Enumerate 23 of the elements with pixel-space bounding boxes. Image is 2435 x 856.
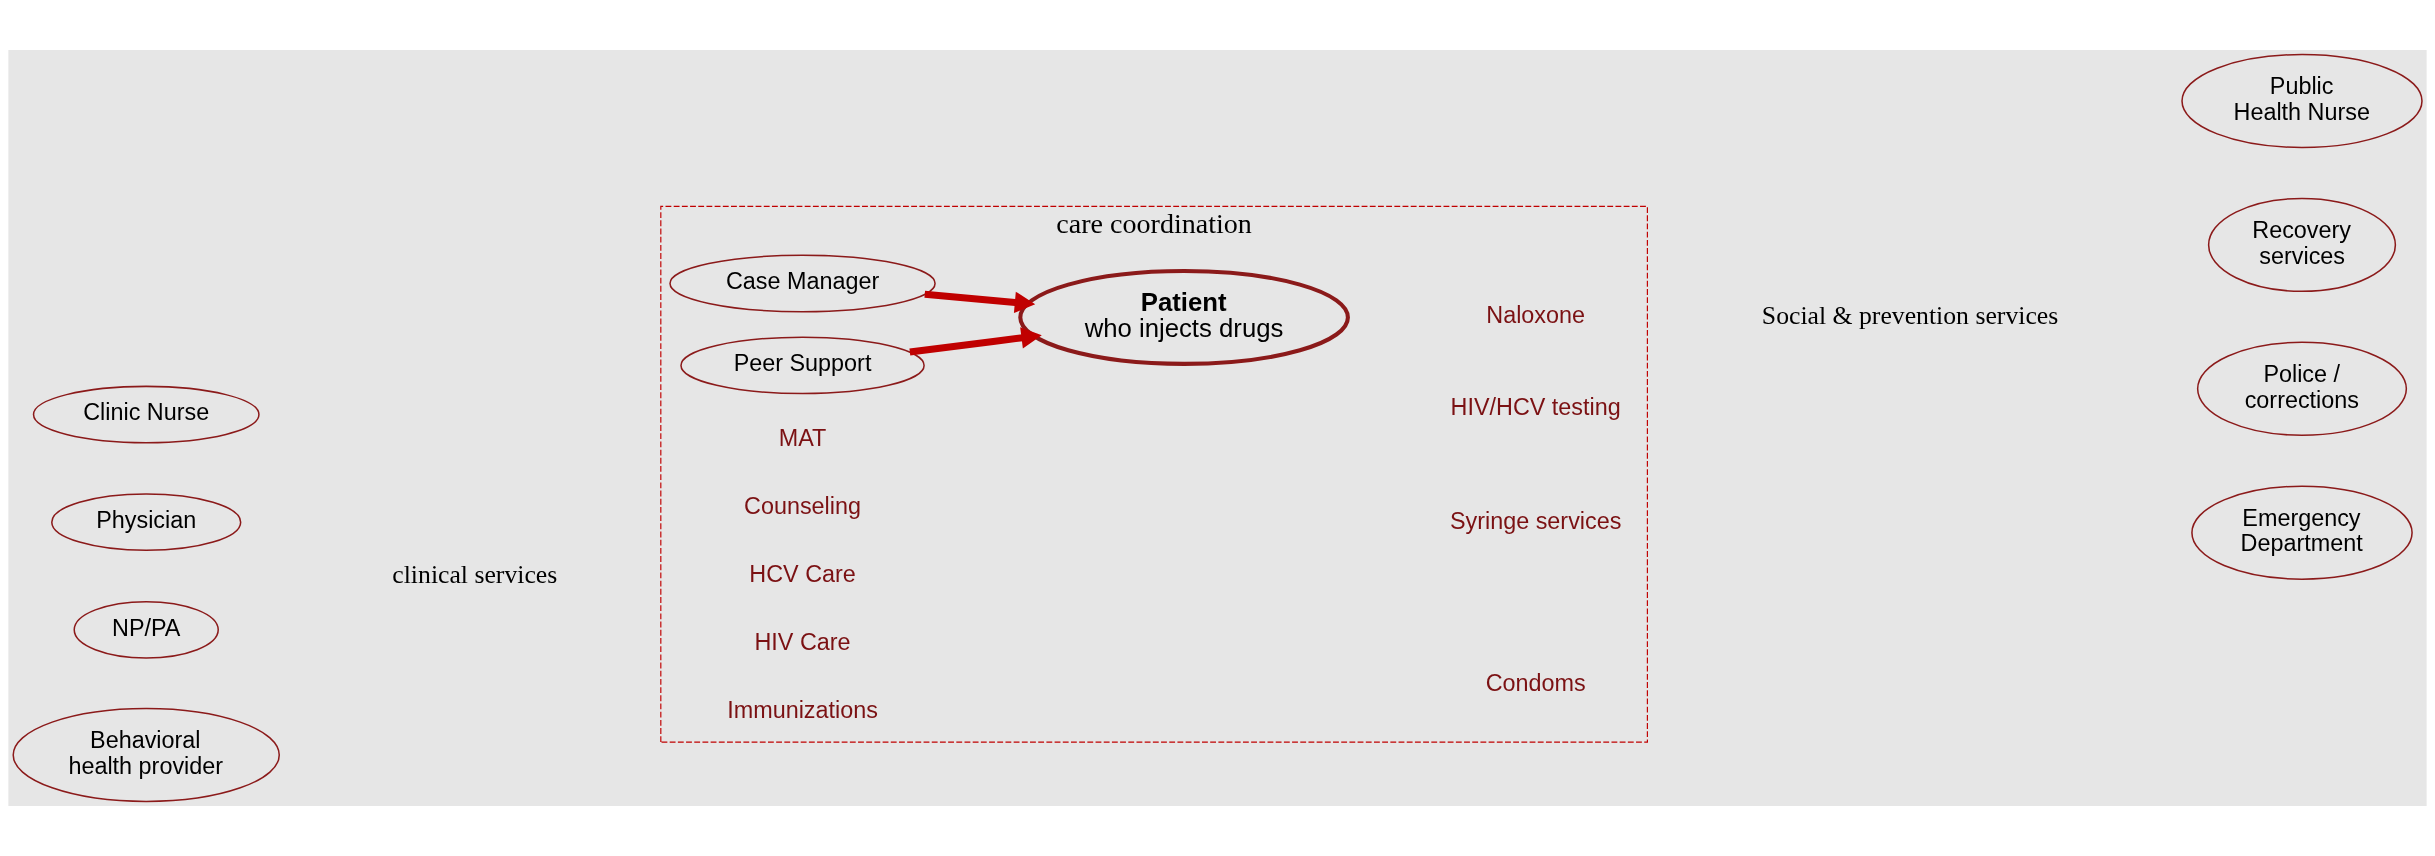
- label: Immunizations: [727, 696, 878, 723]
- arrow: [924, 290, 1036, 314]
- node-ellipse: Physician: [51, 493, 242, 552]
- label: HIV/HCV testing: [1450, 393, 1621, 420]
- arrow: [909, 327, 1042, 356]
- label: Social & prevention services: [1761, 300, 2059, 330]
- node-ellipse: Behavioral health provider: [12, 707, 280, 803]
- label: HIV Care: [754, 628, 851, 655]
- label: Counseling: [744, 492, 862, 519]
- label: Condoms: [1485, 669, 1586, 696]
- node-ellipse: NP/PA: [73, 600, 219, 659]
- node-ellipse: Emergency Department: [2191, 485, 2413, 580]
- label: MAT: [778, 425, 827, 452]
- label: clinical services: [392, 559, 558, 589]
- label: Syringe services: [1449, 508, 1622, 535]
- node-ellipse: Recovery services: [2207, 197, 2397, 293]
- label: Naloxone: [1486, 302, 1586, 329]
- node-ellipse: Clinic Nurse: [32, 385, 260, 444]
- node-ellipse: Case Manager: [669, 254, 936, 313]
- node-ellipse: Police / corrections: [2196, 341, 2408, 436]
- node-ellipse: Public Health Nurse: [2181, 53, 2423, 149]
- node-ellipse: Peer Support: [680, 336, 925, 395]
- label: HCV Care: [749, 560, 856, 587]
